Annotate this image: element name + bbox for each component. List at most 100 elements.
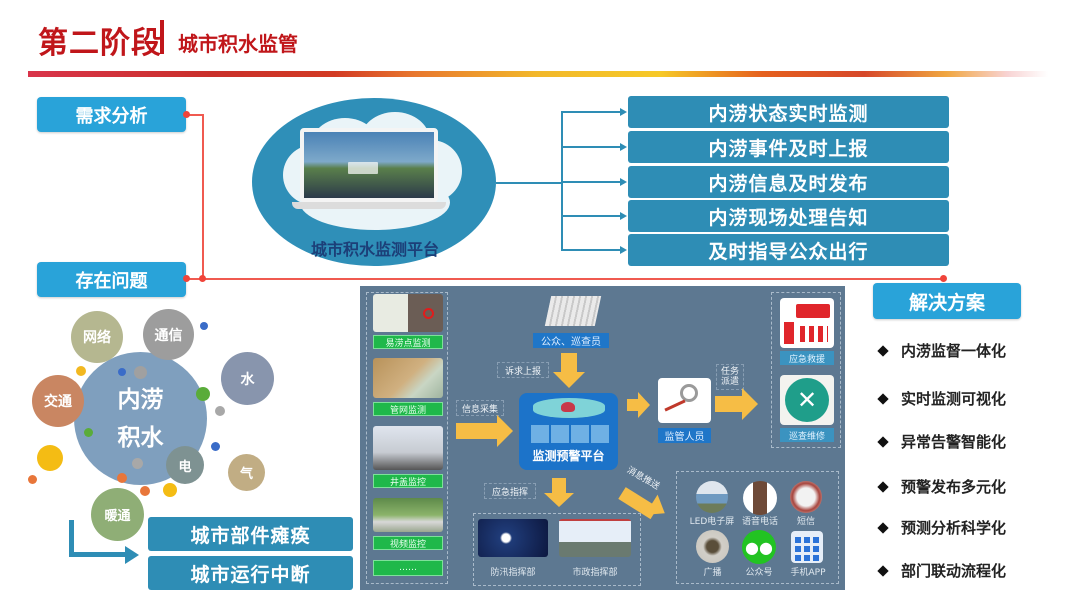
arrow-right-icon [620,246,627,254]
supervisor-icon [658,378,711,423]
arrow-right-icon [638,392,650,418]
command-caption: 防汛指挥部 [490,568,536,578]
bubble-label: 暖通 [104,509,131,524]
topic-title: 城市积水监管 [178,32,298,56]
arrow-right-stem [627,399,639,411]
bubble-traffic: 交通 [32,375,84,427]
decor-dot [140,486,150,496]
outcome-box: 内涝现场处理告知 [628,200,949,232]
arrow-down-icon [553,372,585,388]
diamond-bullet-icon [877,344,889,357]
laptop-base [292,202,446,209]
decor-dot [132,458,143,469]
pipe-network-image [373,358,443,398]
connector-dot [940,275,947,282]
command-group-frame [473,513,641,586]
video-monitoring-image [373,498,443,532]
connector-dot [183,111,190,118]
server-icon [571,425,589,443]
public-crowd-icon [544,296,602,326]
channel-caption: LED电子屏 [689,517,735,527]
bubble-label: 电 [178,459,192,475]
bubble-electricity: 电 [166,446,204,484]
connector-line [186,278,944,280]
channel-caption: 广播 [703,568,722,578]
tree-branch [561,249,621,251]
consequence-box: 城市部件瘫痪 [148,517,353,551]
stage-title: 第二阶段 [38,26,162,61]
consequence-box: 城市运行中断 [148,556,353,590]
voice-call-icon [743,481,777,515]
sensor-tag: …… [373,560,443,576]
arrow-right-icon [620,212,627,220]
l-arrow-bar [69,552,127,557]
decor-dot [76,366,86,376]
decor-dot [215,406,225,416]
channel-caption: 语音电话 [741,517,778,527]
bubble-label: 网络 [83,330,111,346]
solution-item: 实时监测可视化 [877,388,1007,409]
channel-caption: 公众号 [745,568,773,578]
sensor-tag: 视频监控 [373,536,443,550]
solution-text: 实时监测可视化 [901,390,1007,408]
tree-branch [561,181,621,183]
fire-rescue-icon [780,298,834,348]
outcome-box: 内涝状态实时监测 [628,96,949,128]
solution-item: 预警发布多元化 [877,476,1006,497]
platform-label: 城市积水监测平台 [310,240,439,259]
sensor-tag: 易涝点监测 [373,335,443,349]
led-screen-icon [696,481,728,513]
decor-dot [37,445,63,471]
wechat-icon: ●● [742,530,776,564]
diamond-bullet-icon [877,564,889,577]
command-caption: 市政指挥部 [572,568,618,578]
center-line-1: 内涝 [117,385,164,413]
decor-dot [200,322,208,330]
decor-dot [134,366,147,379]
responder-group-frame [771,292,841,448]
decor-dot [118,368,126,376]
outcome-box: 内涝信息及时发布 [628,166,949,198]
l-arrow-stem [69,520,74,555]
waterlogging-point-image [373,294,443,332]
connector-dot [199,275,206,282]
title-separator [160,20,164,54]
tree-line [561,111,563,250]
responder-tag: 巡查维修 [780,428,834,442]
decor-dot [28,475,37,484]
solution-text: 部门联动流程化 [901,562,1007,580]
solution-item: 异常告警智能化 [877,431,1006,452]
sensor-tag: 井盖监控 [373,474,443,488]
channel-caption: 短信 [796,517,815,527]
sensor-group-frame [366,292,448,584]
existing-problems-text: 存在问题 [75,270,148,292]
bubble-label: 气 [239,467,253,482]
outcome-box: 内涝事件及时上报 [628,131,949,163]
bubble-hvac: 暖通 [91,488,144,541]
sms-icon [790,481,822,513]
collect-note: 信息采集 [456,400,504,416]
arrow-right-icon [497,415,513,447]
dispatch-note: 任务派遣 [716,364,744,390]
decor-dot [196,387,210,401]
bubble-label: 水 [240,371,255,388]
arrow-right-icon [125,546,139,564]
decor-dot [84,428,93,437]
supervisor-tag: 监管人员 [658,428,711,443]
center-line-2: 积水 [117,423,164,451]
connector-line [186,114,203,116]
diamond-bullet-icon [877,480,889,493]
bubble-label: 交通 [44,394,72,410]
diamond-bullet-icon [877,521,889,534]
public-inspector-tag: 公众、巡查员 [533,333,609,348]
flood-command-image [478,519,548,557]
arrow-right-icon [620,108,627,116]
bubble-label: 通信 [154,327,183,344]
diamond-bullet-icon [877,392,889,405]
core-platform-label: 监测预警平台 [532,449,605,463]
arrow-down-icon [544,493,574,507]
solution-item: 部门联动流程化 [877,560,1007,581]
platform-screenshot [304,132,434,198]
arrow-right-icon [620,143,627,151]
solutions-title: 解决方案 [873,283,1021,319]
